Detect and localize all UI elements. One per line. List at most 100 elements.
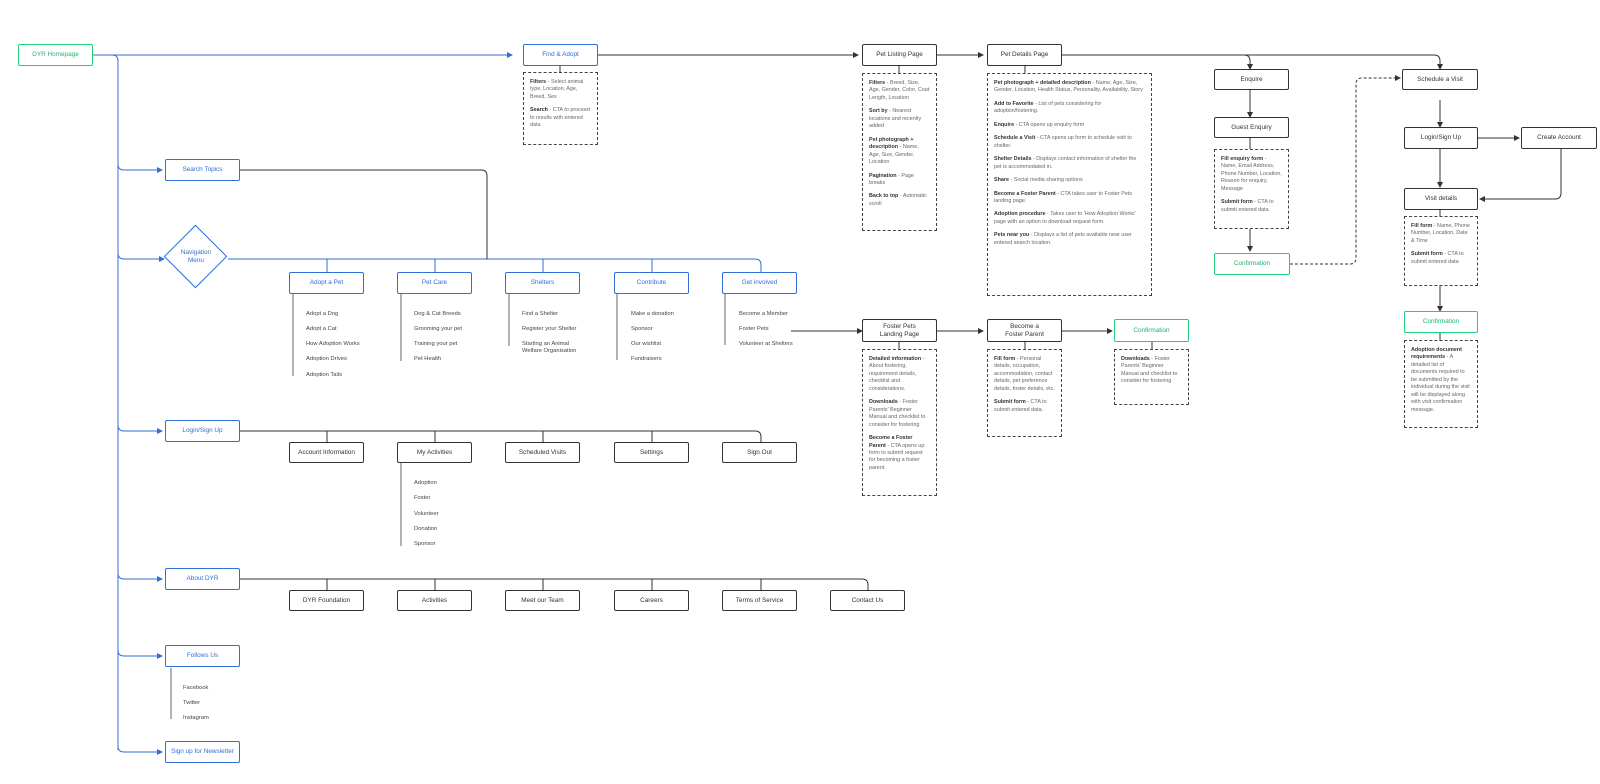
note-entry-text: - Displays contact information of shelte…: [994, 156, 1137, 170]
note-entry-text: - About fostering, requirement details, …: [869, 356, 925, 392]
note-entry-text: - Foster Parents' Beginner Manual and ch…: [1121, 356, 1178, 385]
menu-item[interactable]: How Adoption Works: [306, 341, 360, 347]
enquiry-confirmation-node[interactable]: Confirmation: [1214, 253, 1290, 275]
note-entry-text: - Foster Parents' Beginner Manual and ch…: [869, 399, 926, 428]
menu-item[interactable]: Register your Shelter: [522, 326, 577, 332]
menu-item[interactable]: Foster Pets: [739, 326, 769, 332]
activity-item[interactable]: Foster: [414, 495, 431, 501]
note-entry: Schedule a Visit - CTA opens up form to …: [994, 135, 1145, 150]
visit-details-node[interactable]: Visit details: [1404, 188, 1478, 210]
menu-item[interactable]: Our wishlist: [631, 341, 661, 347]
schedule-visit-node[interactable]: Schedule a Visit: [1402, 69, 1478, 90]
note-entry-title: Submit form: [1411, 251, 1443, 258]
about-dyr-node[interactable]: About DYR: [165, 568, 240, 590]
note-entry: Submit form - CTA to submit entered data: [1221, 199, 1282, 214]
note-entry: Downloads - Foster Parents' Beginner Man…: [1121, 356, 1182, 386]
menu-item[interactable]: Adoption Drives: [306, 356, 347, 362]
note-entry-title: Shelter Details: [994, 156, 1032, 163]
note-entry: Share - Social media sharing options: [994, 177, 1145, 184]
navigation-menu-node[interactable]: Navigation Menu: [163, 224, 228, 289]
note-entry-title: Back to top: [869, 193, 899, 200]
note-entry: Add to Favorite - List of pets consideri…: [994, 101, 1145, 116]
menu-pet-care[interactable]: Pet Care: [397, 272, 472, 294]
create-account-node[interactable]: Create Account: [1521, 127, 1597, 149]
pet-listing-node[interactable]: Pet Listing Page: [862, 44, 937, 66]
note-entry-title: Fill form: [1411, 223, 1433, 229]
note-entry-text: - Takes user to 'How Adoption Works' pag…: [994, 211, 1136, 225]
note-entry: Back to top - Automatic scroll: [869, 193, 930, 208]
meet-our-team-node[interactable]: Meet our Team: [505, 590, 580, 611]
contact-us-node[interactable]: Contact Us: [830, 590, 905, 611]
menu-item[interactable]: Adopt a Cat: [306, 326, 337, 332]
activity-item[interactable]: Volunteer: [414, 511, 439, 517]
note-entry: Pet photograph + description - Name, Age…: [869, 137, 930, 167]
social-item-instagram[interactable]: Instagram: [183, 715, 209, 721]
menu-item[interactable]: Starting an Animal Welfare Organisation: [522, 341, 577, 355]
guest-enquiry-node[interactable]: Guest Enquiry: [1214, 117, 1289, 138]
settings-node[interactable]: Settings: [614, 442, 689, 463]
menu-shelters[interactable]: Shelters: [505, 272, 580, 294]
note-entry: Fill enquiry form - Name, Email Address,…: [1221, 156, 1282, 193]
menu-item[interactable]: Adopt a Dog: [306, 311, 339, 317]
dyr-foundation-node[interactable]: DYR Foundation: [289, 590, 364, 611]
note-entry-text: - Name, Email Address, Phone Number, Loc…: [1221, 156, 1282, 192]
note-entry-text: - CTA opens up form to submit request fo…: [869, 442, 925, 471]
find-adopt-note: Filters - Select animal type, Location, …: [523, 72, 598, 145]
note-entry-title: Fill enquiry form: [1221, 156, 1264, 162]
newsletter-node[interactable]: Sign up for Newsletter: [165, 741, 240, 763]
note-entry-text: - CTA opens up enquiry form: [1014, 121, 1085, 128]
search-topics-node[interactable]: Search Topics: [165, 159, 240, 181]
guest-enquiry-note: Fill enquiry form - Name, Email Address,…: [1214, 149, 1289, 229]
menu-item[interactable]: Pet Health: [414, 356, 442, 362]
note-entry: Detailed information - About fostering, …: [869, 356, 930, 393]
my-activities-node[interactable]: My Activities: [397, 442, 472, 463]
note-entry: Pet photograph + detailed description - …: [994, 80, 1145, 95]
note-entry-title: Pet photograph + detailed description: [994, 80, 1091, 86]
menu-item[interactable]: Adoption Tails: [306, 372, 342, 378]
scheduled-visits-node[interactable]: Scheduled Visits: [505, 442, 580, 463]
menu-item[interactable]: Sponsor: [631, 326, 653, 332]
become-foster-node[interactable]: Become a Foster Parent: [987, 319, 1062, 342]
menu-item[interactable]: Training your pet: [414, 341, 458, 347]
foster-landing-note: Detailed information - About fostering, …: [862, 349, 937, 496]
menu-contribute[interactable]: Contribute: [614, 272, 689, 294]
note-entry-text: - Automatic scroll: [869, 193, 927, 207]
foster-landing-node[interactable]: Foster Pets Landing Page: [862, 319, 937, 342]
activity-item[interactable]: Donation: [414, 526, 438, 532]
careers-node[interactable]: Careers: [614, 590, 689, 611]
visit-confirmation-node[interactable]: Confirmation: [1404, 311, 1478, 333]
follows-us-node[interactable]: Follows Us: [165, 645, 240, 667]
sign-out-node[interactable]: Sign Out: [722, 442, 797, 463]
login-signup-node[interactable]: Login/Sign Up: [165, 420, 240, 442]
dyr-homepage-node[interactable]: DYR Homepage: [18, 44, 93, 66]
note-entry-title: Pagination: [869, 172, 897, 179]
activity-item[interactable]: Adoption: [414, 480, 437, 486]
note-entry-title: Filters: [869, 80, 886, 86]
menu-item[interactable]: Fundraisers: [631, 356, 662, 362]
foster-confirmation-node[interactable]: Confirmation: [1114, 319, 1189, 342]
note-entry: Pagination - Page breaks: [869, 173, 930, 188]
note-entry: Fill form - Personal details, occupation…: [994, 356, 1055, 393]
menu-get-involved[interactable]: Get involved: [722, 272, 797, 294]
note-entry: Submit form - CTA to submit entered data: [1411, 251, 1471, 266]
menu-item[interactable]: Find a Shelter: [522, 311, 559, 317]
menu-item[interactable]: Volunteer at Shelters: [739, 341, 793, 347]
menu-adopt-a-pet[interactable]: Adopt a Pet: [289, 272, 364, 294]
note-entry-text: - Page breaks: [869, 172, 914, 186]
menu-item[interactable]: Dog & Cat Breeds: [414, 311, 461, 317]
account-information-node[interactable]: Account Information: [289, 442, 364, 463]
activity-item[interactable]: Sponsor: [414, 541, 436, 547]
visit-login-node[interactable]: Login/Sign Up: [1404, 127, 1478, 149]
social-item-twitter[interactable]: Twitter: [183, 700, 201, 706]
menu-item[interactable]: Become a Member: [739, 311, 788, 317]
enquire-node[interactable]: Enquire: [1214, 69, 1289, 90]
terms-of-service-node[interactable]: Terms of Service: [722, 590, 797, 611]
menu-item[interactable]: Make a donation: [631, 311, 674, 317]
activities-node[interactable]: Activities: [397, 590, 472, 611]
find-adopt-node[interactable]: Find & Adopt: [523, 44, 598, 66]
pet-details-node[interactable]: Pet Details Page: [987, 44, 1062, 66]
note-entry-title: Downloads: [869, 399, 898, 406]
social-item-facebook[interactable]: Facebook: [183, 685, 209, 691]
menu-item[interactable]: Grooming your pet: [414, 326, 463, 332]
